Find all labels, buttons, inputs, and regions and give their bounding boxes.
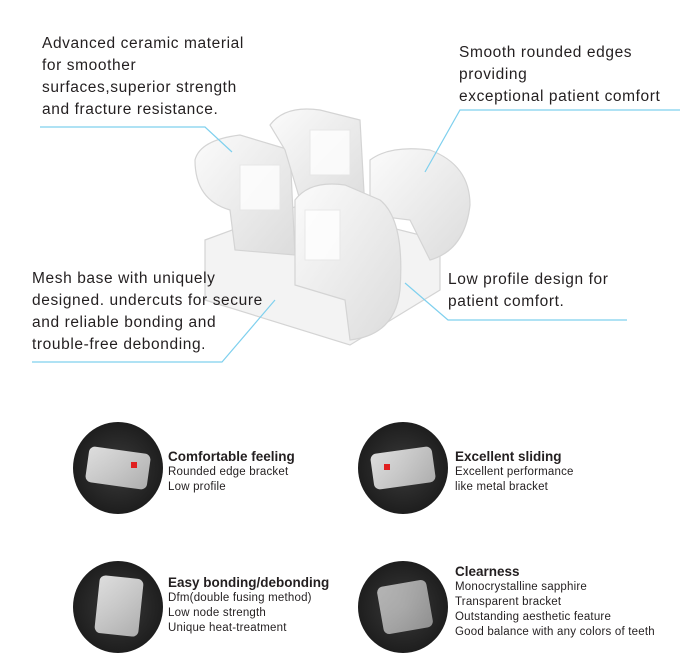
feature-line: Transparent bracket: [455, 596, 562, 608]
feature-title: Excellent sliding: [455, 449, 562, 464]
leader-line-profile: [404, 282, 627, 321]
callout-line: Advanced ceramic material: [42, 35, 244, 52]
feature-excellent-sliding: Excellent sliding Excellent performance …: [455, 449, 574, 495]
callout-line: and reliable bonding and: [32, 314, 217, 331]
callout-line: Low profile design for: [448, 271, 609, 288]
callout-line: exceptional patient comfort: [459, 88, 661, 105]
thumb-easy-bonding: [73, 561, 163, 653]
callout-line: for smoother: [42, 57, 137, 74]
feature-line: Unique heat-treatment: [168, 622, 287, 634]
callout-line: designed. undercuts for secure: [32, 292, 263, 309]
feature-clearness: Clearness Monocrystalline sapphire Trans…: [455, 564, 655, 640]
callout-line: Mesh base with uniquely: [32, 270, 216, 287]
leader-line-mesh: [32, 299, 276, 363]
callout-ceramic-material: Advanced ceramic material for smoother s…: [42, 33, 244, 121]
callout-low-profile: Low profile design for patient comfort.: [448, 269, 609, 313]
feature-title: Easy bonding/debonding: [168, 575, 330, 590]
leader-line-ceramic: [40, 126, 233, 153]
thumb-excellent-sliding: [358, 422, 448, 514]
callout-line: providing: [459, 66, 528, 83]
callout-mesh-base: Mesh base with uniquely designed. underc…: [32, 268, 263, 356]
callout-line: trouble-free debonding.: [32, 336, 207, 353]
callout-line: and fracture resistance.: [42, 101, 219, 118]
feature-line: Monocrystalline sapphire: [455, 581, 588, 593]
feature-line: Rounded edge bracket: [168, 466, 289, 478]
feature-line: Dfm(double fusing method): [168, 592, 312, 604]
feature-line: Excellent performance: [455, 466, 574, 478]
thumb-clearness: [358, 561, 448, 653]
callout-line: patient comfort.: [448, 293, 565, 310]
feature-line: Good balance with any colors of teeth: [455, 626, 655, 638]
feature-line: Low profile: [168, 481, 226, 493]
feature-line: Outstanding aesthetic feature: [455, 611, 612, 623]
feature-line: Low node strength: [168, 607, 267, 619]
callout-line: surfaces,superior strength: [42, 79, 237, 96]
leader-line-edges: [424, 109, 680, 173]
feature-title: Clearness: [455, 564, 520, 579]
feature-comfortable-feeling: Comfortable feeling Rounded edge bracket…: [168, 449, 295, 495]
feature-easy-bonding: Easy bonding/debonding Dfm(double fusing…: [168, 575, 329, 636]
thumb-comfortable-feeling: [73, 422, 163, 514]
callout-line: Smooth rounded edges: [459, 44, 633, 61]
feature-title: Comfortable feeling: [168, 449, 295, 464]
callout-rounded-edges: Smooth rounded edges providing exception…: [459, 42, 660, 108]
feature-line: like metal bracket: [455, 481, 549, 493]
